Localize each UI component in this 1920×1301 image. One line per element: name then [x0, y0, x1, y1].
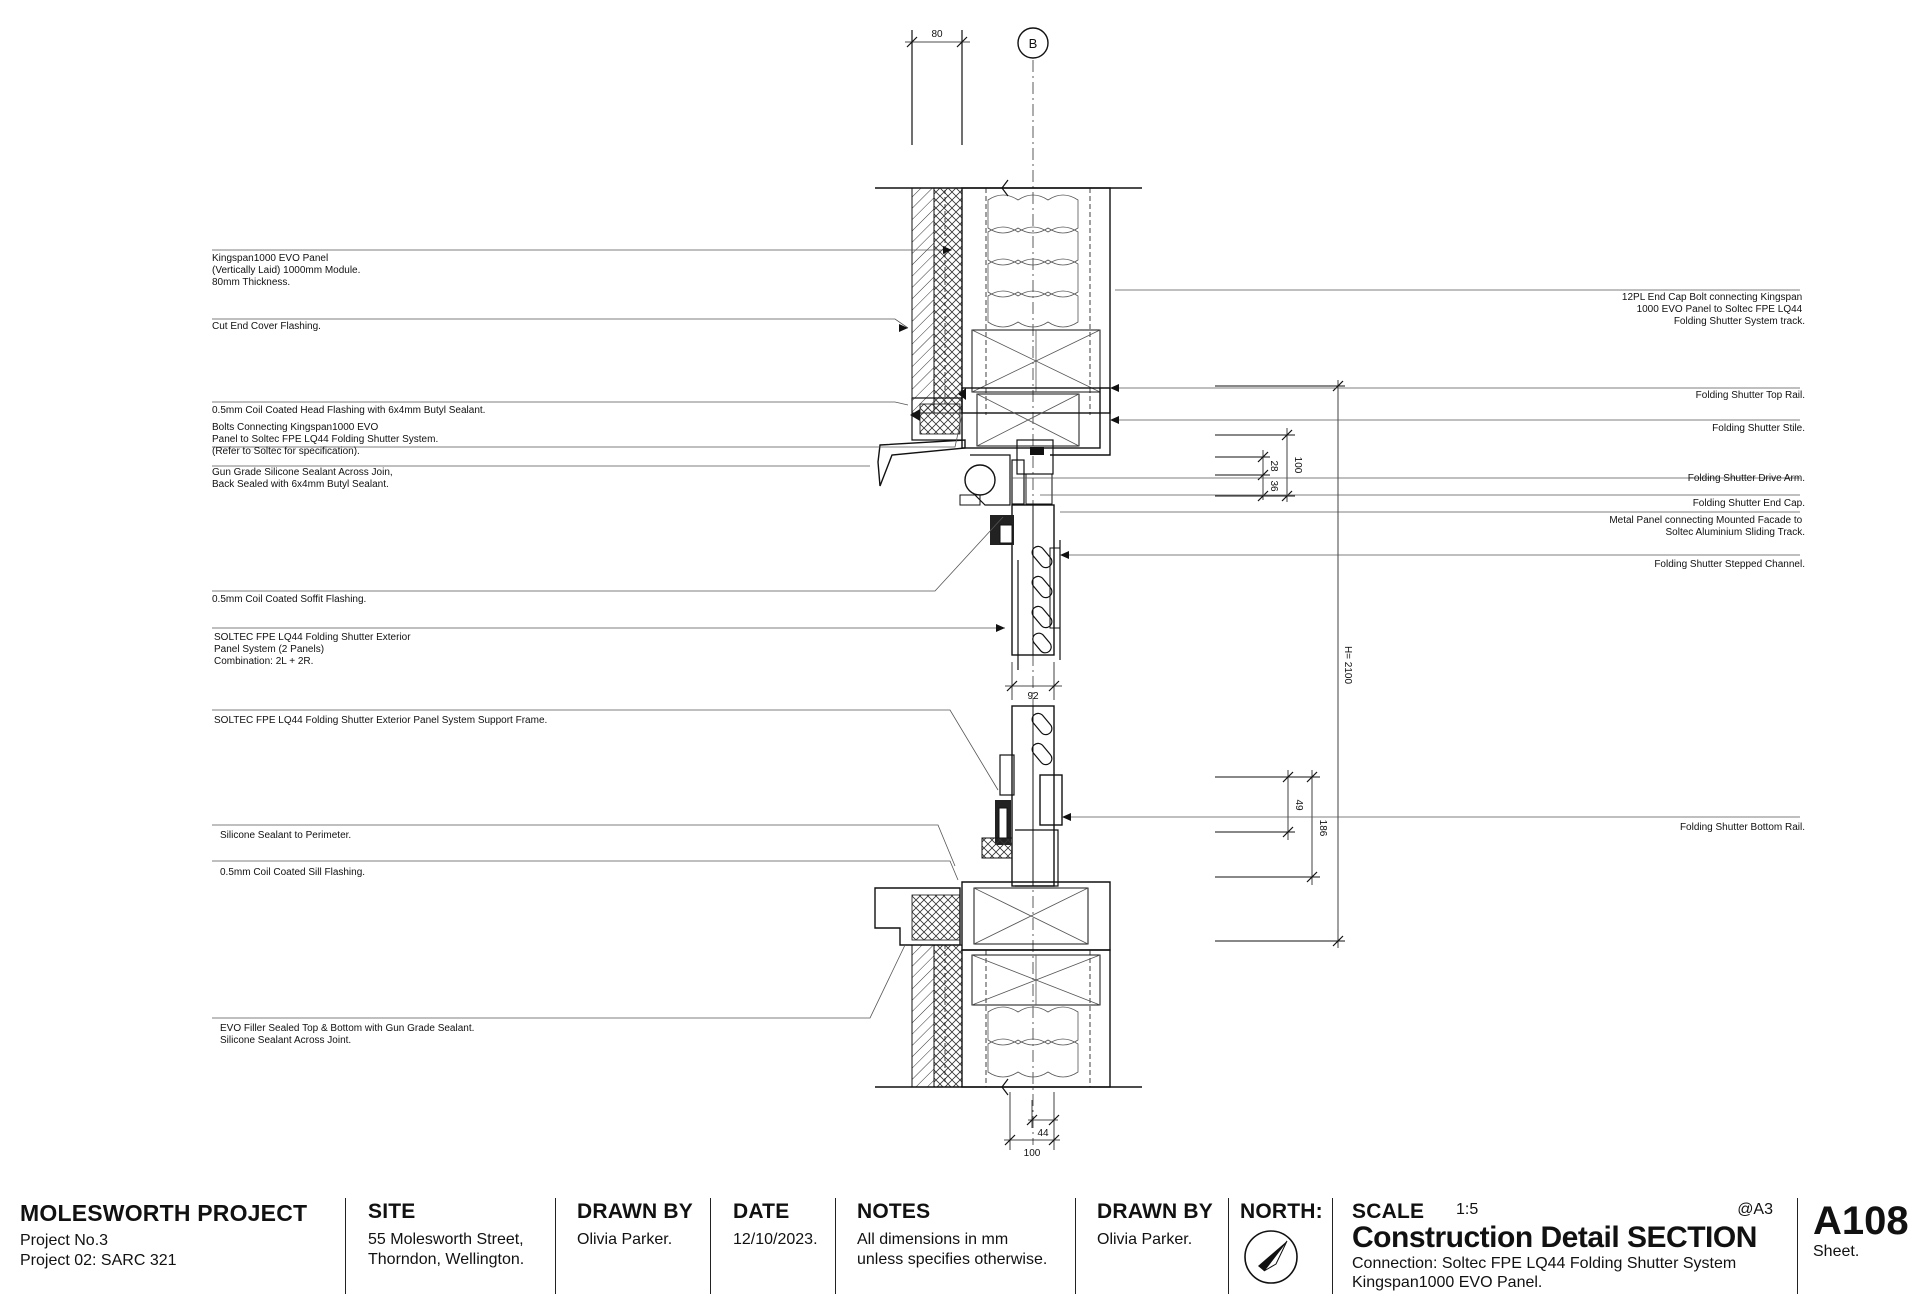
dim-label: 49: [1293, 799, 1304, 811]
callout-stepped-channel: Folding Shutter Stepped Channel.: [1654, 559, 1805, 570]
dim-label: 92: [1027, 691, 1039, 702]
dim-overall-height: [1215, 380, 1345, 948]
callout-bolts: Bolts Connecting Kingspan1000 EVO Panel …: [212, 422, 441, 457]
paper-size: @A3: [1737, 1201, 1773, 1218]
callout-soffit-flashing: 0.5mm Coil Coated Soffit Flashing.: [212, 594, 366, 605]
dim-label: 186: [1317, 820, 1328, 837]
callout-stile: Folding Shutter Stile.: [1712, 423, 1805, 434]
callout-drive-arm: Folding Shutter Drive Arm.: [1688, 473, 1805, 484]
dim-panel-thickness: 80: [905, 29, 970, 145]
dim-label: 36: [1268, 480, 1279, 492]
site-address-2: Thorndon, Wellington.: [368, 1251, 525, 1268]
project-title: MOLESWORTH PROJECT: [20, 1200, 308, 1226]
drawing-subtitle-1: Connection: Soltec FPE LQ44 Folding Shut…: [1352, 1255, 1737, 1272]
callout-end-cap-bolt: 12PL End Cap Bolt connecting Kingspan 10…: [1622, 292, 1805, 327]
callout-support-frame: SOLTEC FPE LQ44 Folding Shutter Exterior…: [214, 715, 547, 726]
divider: [1075, 1198, 1076, 1294]
right-leaders: [1012, 289, 1800, 818]
date-cell: DATE 12/10/2023.: [733, 1200, 818, 1250]
drawn-by-name: Olivia Parker.: [1097, 1231, 1193, 1248]
site-cell: SITE 55 Molesworth Street, Thorndon, Wel…: [368, 1200, 524, 1270]
drawn-by-heading: DRAWN BY: [577, 1200, 693, 1223]
callout-cut-end-flashing: Cut End Cover Flashing.: [212, 321, 321, 332]
left-callouts: Kingspan1000 EVO Panel (Vertically Laid)…: [212, 253, 547, 1046]
lower-wall-section: [874, 881, 1142, 1096]
notes-cell: NOTES All dimensions in mm unless specif…: [857, 1200, 1047, 1270]
north-arrow-icon: [1244, 1230, 1298, 1284]
north-heading: NORTH:: [1240, 1200, 1323, 1223]
project-cell: MOLESWORTH PROJECT Project No.3 Project …: [20, 1200, 307, 1271]
callout-gun-grade-sealant: Gun Grade Silicone Sealant Across Join, …: [212, 467, 395, 490]
dim-label: 100: [1292, 457, 1303, 474]
drawing-subtitle-2: Kingspan1000 EVO Panel.: [1352, 1274, 1543, 1291]
upper-shutter-leaf: [990, 504, 1061, 670]
divider: [835, 1198, 836, 1294]
dim-drive-arm: [1215, 428, 1295, 502]
sheet-label: Sheet.: [1813, 1243, 1860, 1260]
notes-heading: NOTES: [857, 1200, 931, 1223]
divider: [710, 1198, 711, 1294]
drawn-by-cell: DRAWN BY Olivia Parker.: [577, 1200, 693, 1250]
project-code: Project 02: SARC 321: [20, 1252, 177, 1269]
scale-value: 1:5: [1456, 1201, 1479, 1218]
drawing-title: Construction Detail SECTION: [1352, 1221, 1757, 1254]
title-block: MOLESWORTH PROJECT Project No.3 Project …: [0, 1190, 1920, 1301]
callout-top-rail: Folding Shutter Top Rail.: [1696, 390, 1805, 401]
notes-line-2: unless specifies otherwise.: [857, 1251, 1048, 1268]
upper-wall-section: [875, 179, 1142, 415]
project-number: Project No.3: [20, 1232, 109, 1249]
dim-label: 44: [1037, 1128, 1049, 1139]
callout-kingspan-panel: Kingspan1000 EVO Panel (Vertically Laid)…: [212, 253, 363, 288]
date-heading: DATE: [733, 1200, 790, 1223]
callout-sill-flashing: 0.5mm Coil Coated Sill Flashing.: [220, 867, 365, 878]
site-address-1: 55 Molesworth Street,: [368, 1231, 524, 1248]
dim-label: 100: [1024, 1148, 1041, 1159]
scale-heading: SCALE: [1352, 1200, 1425, 1223]
left-leaders: [212, 249, 1005, 1019]
divider: [345, 1198, 346, 1294]
callout-evo-filler: EVO Filler Sealed Top & Bottom with Gun …: [220, 1023, 477, 1046]
divider: [1797, 1198, 1798, 1294]
date-value: 12/10/2023.: [733, 1231, 818, 1248]
section-drawing: B 80: [212, 27, 1805, 1159]
scale-title-cell: SCALE 1:5 @A3 Construction Detail SECTIO…: [1352, 1200, 1777, 1292]
callout-silicone-perimeter: Silicone Sealant to Perimeter.: [220, 830, 351, 841]
notes-line-1: All dimensions in mm: [857, 1231, 1009, 1248]
drawn-by-heading: DRAWN BY: [1097, 1200, 1213, 1223]
dim-label: H= 2100: [1342, 646, 1353, 685]
callout-bottom-rail: Folding Shutter Bottom Rail.: [1680, 822, 1805, 833]
right-callouts: 12PL End Cap Bolt connecting Kingspan 10…: [1609, 292, 1805, 833]
callout-metal-panel: Metal Panel connecting Mounted Facade to…: [1609, 515, 1805, 538]
dim-label: 80: [931, 29, 943, 40]
sheet-cell: A108 Sheet.: [1813, 1200, 1909, 1262]
dim-panel-width: 92: [1005, 662, 1062, 702]
dim-sill: 44 100: [1004, 1092, 1060, 1159]
callout-head-flashing: 0.5mm Coil Coated Head Flashing with 6x4…: [212, 405, 485, 416]
drawn-by-cell-2: DRAWN BY Olivia Parker.: [1097, 1200, 1213, 1250]
sheet-number: A108: [1813, 1199, 1909, 1243]
north-cell: NORTH:: [1240, 1200, 1323, 1291]
divider: [555, 1198, 556, 1294]
right-arrowheads: [1060, 384, 1119, 821]
lower-shutter-leaf: [981, 705, 1063, 887]
callout-end-cap: Folding Shutter End Cap.: [1693, 498, 1805, 509]
grid-marker-label: B: [1029, 36, 1038, 51]
divider: [1332, 1198, 1333, 1294]
callout-shutter-system: SOLTEC FPE LQ44 Folding Shutter Exterior…: [214, 632, 413, 667]
dim-bottom-rail: [1215, 770, 1320, 885]
divider: [1228, 1198, 1229, 1294]
site-heading: SITE: [368, 1200, 416, 1223]
drawn-by-name: Olivia Parker.: [577, 1231, 673, 1248]
left-arrowheads: [899, 246, 1005, 632]
grid-marker: B: [1017, 27, 1049, 1145]
dim-label: 28: [1268, 460, 1279, 472]
head-assembly: [877, 387, 1111, 506]
